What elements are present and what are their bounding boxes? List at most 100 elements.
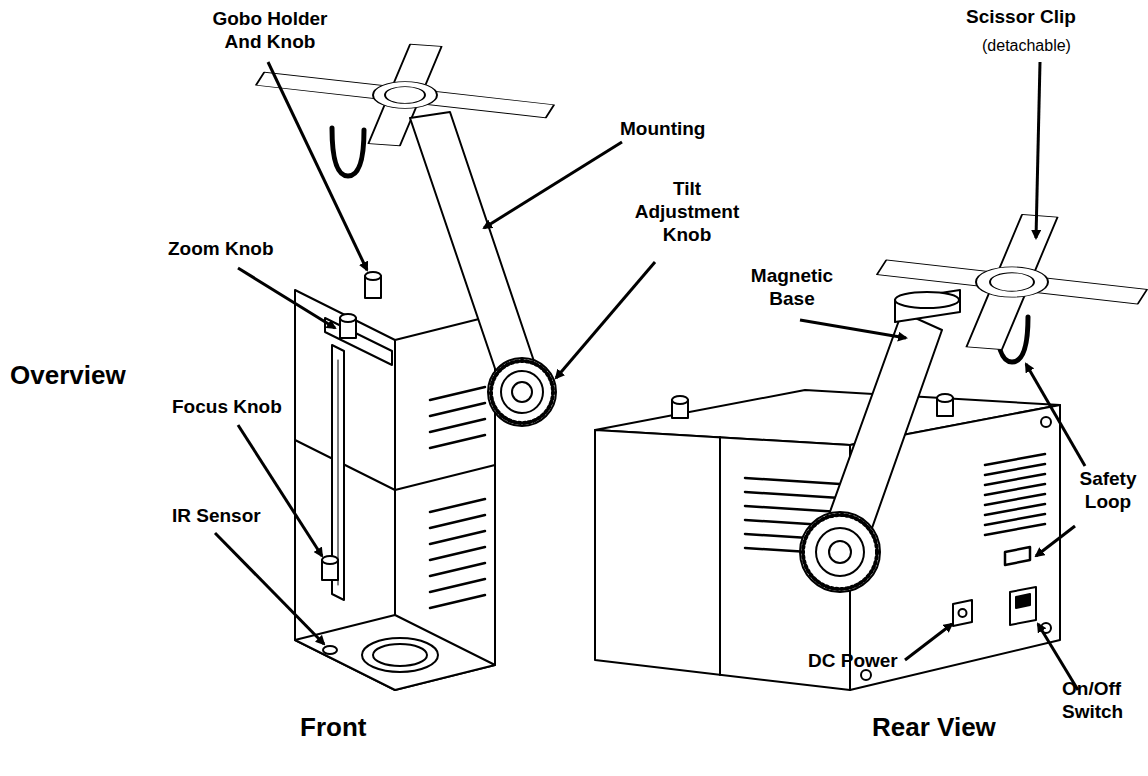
mounting-arm xyxy=(410,112,542,398)
tilt-knob xyxy=(491,361,553,423)
safety-loop xyxy=(332,128,364,176)
vent-slots xyxy=(430,515,485,528)
magnetic-base xyxy=(895,292,959,308)
magnetic-base xyxy=(895,290,960,322)
part-label: Gobo Holder And Knob xyxy=(210,8,330,54)
speaker-grille xyxy=(985,484,1045,495)
ir-sensor xyxy=(323,646,337,654)
part-note: (detachable) xyxy=(982,36,1122,55)
dc-power-jack xyxy=(959,609,967,617)
tilt-knob xyxy=(800,512,880,592)
speaker-grille xyxy=(1005,547,1030,565)
view-title: Overview xyxy=(10,360,170,391)
zoom-bracket xyxy=(325,318,392,365)
magnetic-base xyxy=(895,290,960,322)
zoom-bracket xyxy=(325,318,392,365)
leader-arrow xyxy=(556,262,655,378)
tilt-knob xyxy=(800,512,880,592)
part-label: Safety Loop xyxy=(1068,468,1148,514)
corner-screw xyxy=(1041,417,1051,427)
view-title: Front xyxy=(300,712,420,743)
vent-slots xyxy=(430,387,485,400)
leader-arrow xyxy=(905,624,952,660)
leader-arrow xyxy=(1026,364,1085,466)
speaker-grille xyxy=(985,464,1045,475)
part-label: IR Sensor xyxy=(172,505,322,528)
vent-slots xyxy=(430,403,485,416)
leader-arrow xyxy=(268,62,367,270)
top-knob xyxy=(937,394,953,402)
on-off-switch xyxy=(1010,587,1036,625)
speaker-grille xyxy=(985,474,1045,485)
scissor-clip xyxy=(990,273,1034,291)
tilt-knob xyxy=(488,358,556,426)
focus-knob xyxy=(322,556,338,564)
tilt-knob xyxy=(512,382,532,402)
scissor-clip xyxy=(877,215,1147,350)
on-off-switch xyxy=(1016,594,1030,608)
projector-body xyxy=(719,437,721,675)
vent-slots xyxy=(430,563,485,576)
tilt-knob xyxy=(803,515,877,589)
leader-arrow xyxy=(1036,62,1040,238)
vent-slots xyxy=(430,435,485,448)
lens xyxy=(362,638,438,672)
view-title: Rear View xyxy=(872,712,1052,743)
slider-track xyxy=(338,360,339,585)
tilt-knob xyxy=(816,528,864,576)
lens xyxy=(373,644,427,666)
lens xyxy=(362,638,438,672)
vent-slots xyxy=(430,499,485,512)
speaker-grille xyxy=(985,494,1045,505)
part-label: Magnetic Base xyxy=(740,265,844,311)
ir-sensor xyxy=(323,646,337,654)
speaker-grille xyxy=(985,524,1045,535)
top-knob xyxy=(672,396,688,404)
speaker-grille xyxy=(985,454,1045,465)
projector-body xyxy=(395,465,495,490)
corner-screw xyxy=(861,670,871,680)
projector-body xyxy=(295,290,495,690)
projector-body xyxy=(295,615,495,690)
leader-arrow xyxy=(215,533,324,644)
scissor-clip xyxy=(373,82,437,109)
zoom-knob xyxy=(340,314,356,338)
tilt-knob xyxy=(829,541,851,563)
gobo-knob xyxy=(365,272,381,298)
leader-arrow xyxy=(238,268,335,328)
mounting-arm xyxy=(410,112,542,398)
speaker-grille xyxy=(985,504,1045,515)
zoom-knob xyxy=(340,314,356,322)
vent-slots xyxy=(745,478,840,484)
vent-slots xyxy=(430,595,485,608)
safety-loop xyxy=(332,128,364,176)
speaker-grille xyxy=(985,514,1045,525)
part-label: Mounting xyxy=(620,118,740,141)
dc-power-jack xyxy=(953,600,972,626)
part-label: Tilt Adjustment Knob xyxy=(628,178,746,246)
on-off-switch xyxy=(1010,587,1036,625)
projector-body xyxy=(595,390,1060,690)
projector-illustration xyxy=(256,44,1147,690)
leader-arrow xyxy=(215,62,1085,690)
scissor-clip xyxy=(976,267,1048,297)
gobo-knob xyxy=(365,272,381,280)
scissor-clip xyxy=(385,87,425,104)
vent-slots xyxy=(430,547,485,560)
vent-slots xyxy=(745,506,840,512)
part-label: DC Power xyxy=(808,650,968,673)
vent-slots xyxy=(430,531,485,544)
focus-knob xyxy=(322,556,338,580)
vent-slots xyxy=(430,387,485,608)
dc-power-jack xyxy=(953,600,972,626)
leader-arrow xyxy=(238,425,322,556)
leader-arrow xyxy=(484,142,622,228)
vent-slots xyxy=(430,419,485,432)
speaker-grille xyxy=(985,454,1045,565)
vent-slots xyxy=(430,579,485,592)
part-label: On/Off Switch xyxy=(1062,678,1144,724)
part-label: Focus Knob xyxy=(172,396,322,419)
leader-arrow xyxy=(1036,526,1075,556)
